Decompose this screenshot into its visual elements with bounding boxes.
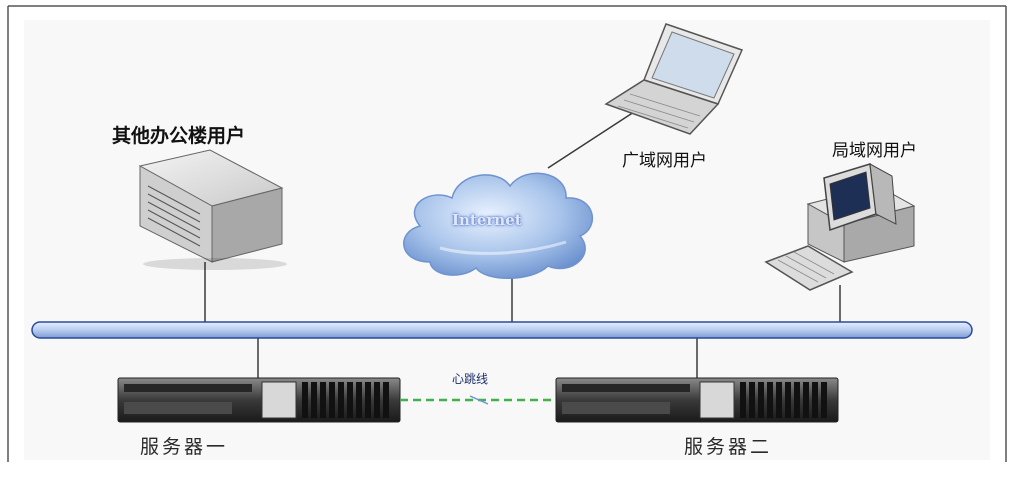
- connector-lines: [204, 111, 841, 378]
- office-users-label: 其他办公楼用户: [112, 125, 246, 147]
- laptop-icon: [604, 23, 744, 135]
- wan-users-label: 广域网用户: [622, 151, 707, 171]
- heartbeat-label: 心跳线: [452, 372, 489, 386]
- server-tower-icon: [138, 149, 287, 270]
- rack-server-icon: [117, 377, 839, 423]
- desktop-computer-icon: [764, 163, 916, 291]
- internet-label: Internet: [452, 211, 522, 229]
- server-one: [117, 377, 401, 423]
- wan-link: [547, 111, 635, 169]
- lan-users-label: 局域网用户: [832, 141, 917, 161]
- cloud-icon: [403, 172, 594, 279]
- server-one-label: 服务器一: [140, 436, 229, 458]
- server-two-label: 服务器二: [684, 436, 773, 458]
- server-two: [555, 377, 839, 423]
- network-bus: [31, 321, 973, 339]
- heartbeat-link: [400, 395, 556, 405]
